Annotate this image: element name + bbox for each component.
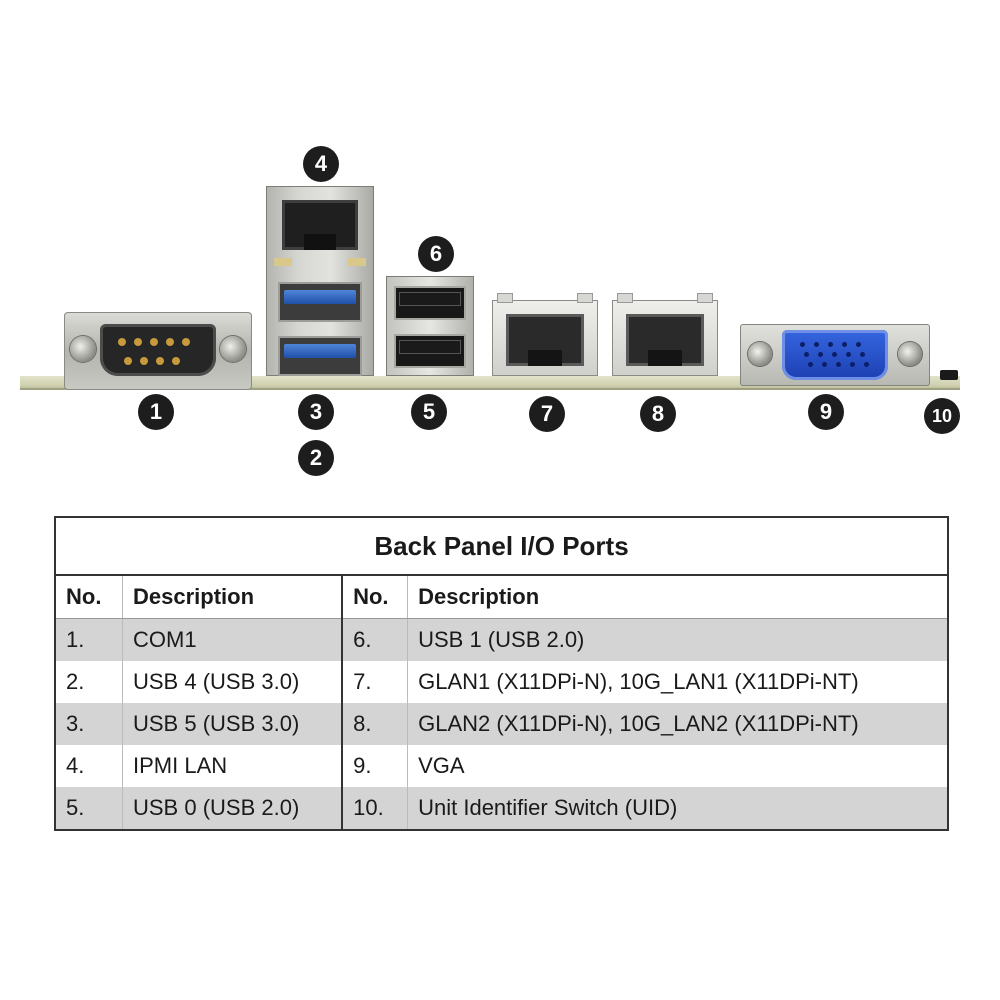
row-description: USB 0 (USB 2.0) [122,787,344,830]
led-icon [274,258,292,266]
table-row: 2. USB 4 (USB 3.0) 7. GLAN1 (X11DPi-N), … [55,661,948,703]
marker-6: 6 [418,236,454,272]
header-no: No. [55,575,123,619]
ipmi-lan-port [282,200,358,250]
row-description: Unit Identifier Switch (UID) [407,787,948,830]
row-description: COM1 [122,618,344,661]
table-row: 3. USB 5 (USB 3.0) 8. GLAN2 (X11DPi-N), … [55,703,948,745]
marker-1: 1 [138,394,174,430]
header-description: Description [407,575,948,619]
row-no: 10. [342,787,409,830]
row-description: USB 1 (USB 2.0) [407,618,948,661]
table-header-row: No. Description No. Description [55,575,948,619]
vga-port [740,324,930,386]
row-no: 3. [55,703,123,745]
marker-8: 8 [640,396,676,432]
row-description: GLAN2 (X11DPi-N), 10G_LAN2 (X11DPi-NT) [407,703,948,745]
row-description: USB 4 (USB 3.0) [122,661,344,703]
marker-7: 7 [529,396,565,432]
screw-icon [898,342,922,366]
marker-4: 4 [303,146,339,182]
marker-5: 5 [411,394,447,430]
led-icon [348,258,366,266]
vga-connector [782,330,888,380]
screw-icon [748,342,772,366]
usb5-usb3-port [278,282,362,322]
usb4-usb3-port [278,336,362,376]
ipmi-usb3-stack [266,186,374,376]
row-description: GLAN1 (X11DPi-N), 10G_LAN1 (X11DPi-NT) [418,669,859,694]
row-no: 9. [342,745,409,787]
row-no: 6. [342,618,409,661]
row-no: 1. [55,618,123,661]
usb2-stack [386,276,474,376]
row-description: USB 5 (USB 3.0) [122,703,344,745]
uid-switch [940,370,958,380]
db9-connector [100,324,216,376]
io-ports-table: Back Panel I/O Ports No. Description No.… [54,516,949,831]
marker-3: 3 [298,394,334,430]
row-description: VGA [418,753,465,778]
row-no: 7. [342,661,409,703]
table-row: 5. USB 0 (USB 2.0) 10. Unit Identifier S… [55,787,948,830]
row-no: 8. [342,703,409,745]
header-no: No. [342,575,409,619]
glan2-port [612,294,718,376]
motherboard-edge-shadow [20,388,960,390]
back-panel-illustration: 1 2 3 4 5 6 7 8 9 10 [0,0,1000,490]
table-title: Back Panel I/O Ports [55,517,948,576]
table-row: 4. IPMI LAN 9. VGA [55,745,948,787]
marker-9: 9 [808,394,844,430]
row-no: 2. [55,661,123,703]
usb1-usb2-port [394,286,466,320]
header-description: Description [122,575,344,619]
glan1-port [492,294,598,376]
marker-10: 10 [924,398,960,434]
table-row: 1. COM1 6. USB 1 (USB 2.0) [55,618,948,661]
screw-icon [70,336,96,362]
marker-2: 2 [298,440,334,476]
motherboard-edge [20,376,960,389]
com1-port [64,312,252,390]
row-no: 4. [55,745,123,787]
screw-icon [220,336,246,362]
row-description: IPMI LAN [122,745,344,787]
usb0-usb2-port [394,334,466,368]
row-no: 5. [55,787,123,830]
